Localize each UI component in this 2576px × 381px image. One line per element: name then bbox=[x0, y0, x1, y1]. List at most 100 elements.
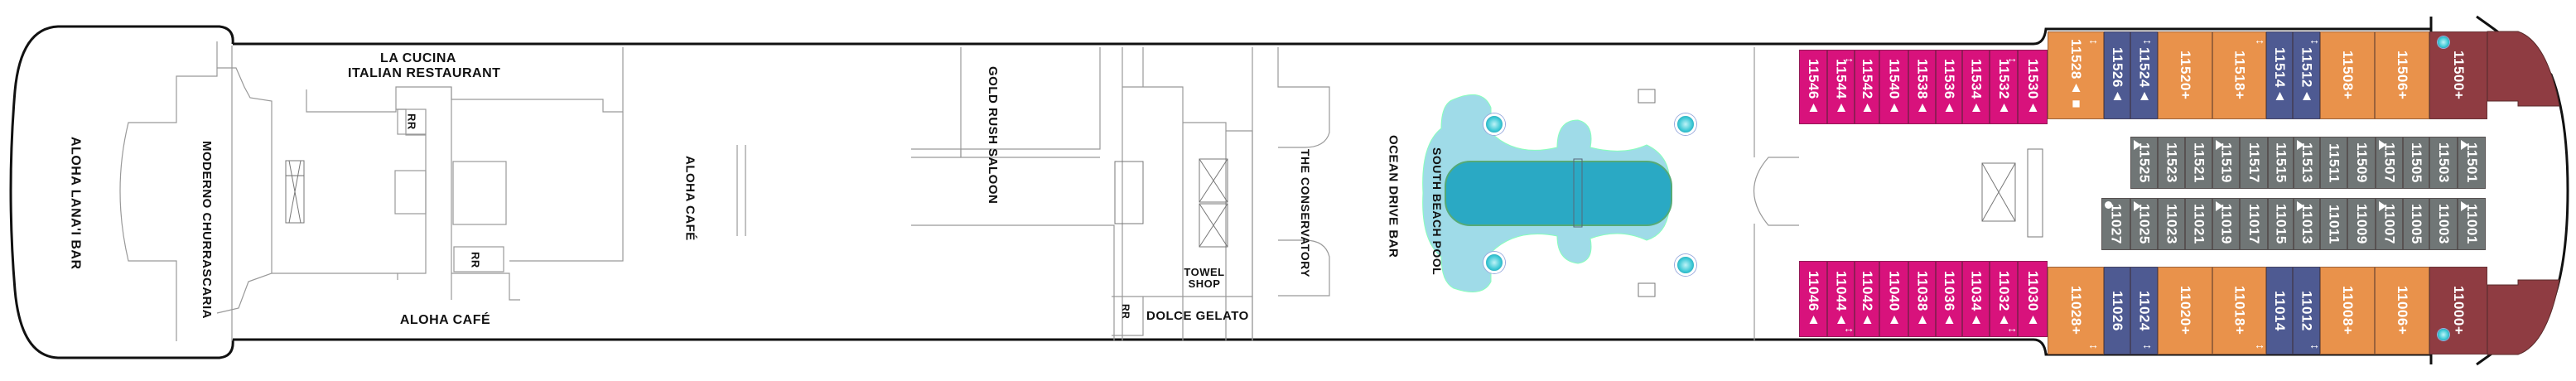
cabin-11040[interactable]: 11040▲ bbox=[1879, 261, 1908, 337]
cabin-11532[interactable]: 11532▲ bbox=[1990, 50, 2018, 124]
cabin-number: 11523 bbox=[2164, 142, 2180, 183]
connecting-door-icon: ↔ bbox=[2006, 51, 2018, 65]
cabin-11000[interactable]: 11000+ bbox=[2429, 267, 2487, 354]
cabin-11021[interactable]: 11021 bbox=[2185, 198, 2212, 250]
cabin-11003[interactable]: 11003 bbox=[2429, 198, 2458, 250]
cabin-11530[interactable]: 11530▲ bbox=[2018, 50, 2048, 124]
cabin-number: 11013 bbox=[2299, 204, 2315, 244]
cabin-11525[interactable]: 11525 bbox=[2130, 137, 2158, 189]
cabin-11013[interactable]: 11013 bbox=[2294, 198, 2320, 250]
triangle-marker-icon bbox=[2461, 201, 2468, 211]
cabin-11025[interactable]: 11025 bbox=[2130, 198, 2158, 250]
cabin-11512[interactable]: 11512▲ bbox=[2293, 31, 2320, 119]
cabin-number: 11012 bbox=[2299, 290, 2315, 331]
venue-moderno-churrascaria: MODERNO CHURRASCARIA bbox=[200, 141, 214, 319]
venue-south-beach-pool: SOUTH BEACH POOL bbox=[1430, 147, 1444, 276]
cabin-11006[interactable]: 11006+ bbox=[2375, 267, 2429, 354]
cabin-number: 11501 bbox=[2464, 142, 2480, 183]
cabin-11526[interactable]: 11526▲ bbox=[2104, 31, 2130, 119]
cabin-number: 11009 bbox=[2354, 204, 2370, 244]
cabin-number: 11542▲ bbox=[1860, 58, 1875, 116]
cabin-11513[interactable]: 11513 bbox=[2294, 137, 2320, 189]
cabin-number: 11034▲ bbox=[1968, 270, 1985, 328]
hot-tub-icon bbox=[1483, 113, 1505, 135]
cabin-number: 11518+ bbox=[2231, 51, 2248, 100]
cabin-11034[interactable]: 11034▲ bbox=[1962, 261, 1990, 337]
cabin-11027[interactable]: 11027 bbox=[2101, 198, 2130, 250]
cabin-11018[interactable]: 11018+ bbox=[2212, 267, 2266, 354]
cabin-number: 11030▲ bbox=[2025, 270, 2041, 328]
cabin-11046[interactable]: 11046▲ bbox=[1799, 261, 1827, 337]
cabin-11520[interactable]: 11520+ bbox=[2158, 31, 2212, 119]
cabin-11534[interactable]: 11534▲ bbox=[1962, 50, 1990, 124]
cabin-number: 11517 bbox=[2246, 142, 2262, 183]
venue-gold-rush-saloon: GOLD RUSH SALOON bbox=[986, 66, 1000, 205]
cabin-11536[interactable]: 11536▲ bbox=[1936, 50, 1962, 124]
cabin-11514[interactable]: 11514▲ bbox=[2266, 31, 2293, 119]
cabin-11042[interactable]: 11042▲ bbox=[1855, 261, 1879, 337]
cabin-number: 11525 bbox=[2136, 142, 2153, 183]
cabin-11546[interactable]: 11546▲ bbox=[1799, 50, 1827, 124]
cabin-11044[interactable]: 11044▲ bbox=[1827, 261, 1855, 337]
cabin-number: 11519 bbox=[2218, 142, 2235, 183]
cabin-11017[interactable]: 11017 bbox=[2240, 198, 2268, 250]
cabin-number: 11003 bbox=[2436, 204, 2452, 244]
cabin-number: 11040▲ bbox=[1886, 270, 1903, 328]
cabin-11036[interactable]: 11036▲ bbox=[1936, 261, 1962, 337]
cabin-11019[interactable]: 11019 bbox=[2212, 198, 2240, 250]
cabin-number: 11025 bbox=[2136, 204, 2153, 244]
cabin-11542[interactable]: 11542▲ bbox=[1855, 50, 1879, 124]
venue-ocean-drive-bar: OCEAN DRIVE BAR bbox=[1386, 135, 1401, 258]
cabin-number: 11530▲ bbox=[2025, 58, 2041, 116]
cabin-11517[interactable]: 11517 bbox=[2240, 137, 2268, 189]
hot-tub-icon bbox=[1675, 113, 1696, 135]
venue-dolce-gelato: DOLCE GELATO bbox=[1146, 309, 1249, 323]
cabin-11521[interactable]: 11521 bbox=[2185, 137, 2212, 189]
cabin-11032[interactable]: 11032▲ bbox=[1990, 261, 2018, 337]
cabin-11507[interactable]: 11507 bbox=[2376, 137, 2403, 189]
cabin-11005[interactable]: 11005 bbox=[2403, 198, 2429, 250]
cabin-11020[interactable]: 11020+ bbox=[2158, 267, 2212, 354]
cabin-11523[interactable]: 11523 bbox=[2158, 137, 2185, 189]
cabin-11511[interactable]: 11511 bbox=[2320, 137, 2347, 189]
cabin-11501[interactable]: 11501 bbox=[2458, 137, 2486, 189]
cabin-11026[interactable]: 11026 bbox=[2104, 267, 2130, 354]
cabin-number: 11005 bbox=[2409, 204, 2424, 244]
cabin-number: 11509 bbox=[2354, 142, 2370, 183]
cabin-11518[interactable]: 11518+ bbox=[2212, 31, 2266, 119]
cabin-11038[interactable]: 11038▲ bbox=[1908, 261, 1936, 337]
cabin-11023[interactable]: 11023 bbox=[2158, 198, 2185, 250]
cabin-11528[interactable]: 11528▲■ bbox=[2048, 31, 2104, 119]
cabin-11001[interactable]: 11001 bbox=[2458, 198, 2486, 250]
cabin-11540[interactable]: 11540▲ bbox=[1879, 50, 1908, 124]
cabin-11009[interactable]: 11009 bbox=[2347, 198, 2376, 250]
cabin-number: 11538▲ bbox=[1914, 58, 1931, 116]
cabin-11007[interactable]: 11007 bbox=[2376, 198, 2403, 250]
cabin-number: 11534▲ bbox=[1968, 58, 1985, 116]
cabin-number: 11511 bbox=[2326, 142, 2342, 183]
cabin-11524[interactable]: 11524▲ bbox=[2130, 31, 2158, 119]
cabin-11506[interactable]: 11506+ bbox=[2375, 31, 2429, 119]
cabin-11538[interactable]: 11538▲ bbox=[1908, 50, 1936, 124]
cabin-11544[interactable]: 11544▲ bbox=[1827, 50, 1855, 124]
cabin-11014[interactable]: 11014 bbox=[2266, 267, 2293, 354]
cabin-11024[interactable]: 11024 bbox=[2130, 267, 2158, 354]
cabin-11505[interactable]: 11505 bbox=[2403, 137, 2429, 189]
cabin-11508[interactable]: 11508+ bbox=[2320, 31, 2375, 119]
cabin-11011[interactable]: 11011 bbox=[2320, 198, 2347, 250]
cabin-11012[interactable]: 11012 bbox=[2293, 267, 2320, 354]
triangle-marker-icon bbox=[2297, 201, 2304, 211]
cabin-11015[interactable]: 11015 bbox=[2268, 198, 2294, 250]
cabin-11030[interactable]: 11030▲ bbox=[2018, 261, 2048, 337]
cabin-number: 11026 bbox=[2110, 290, 2125, 331]
cabin-number: 11520+ bbox=[2178, 51, 2193, 100]
cabin-11008[interactable]: 11008+ bbox=[2320, 267, 2375, 354]
cabin-11028[interactable]: 11028+ bbox=[2048, 267, 2104, 354]
cabin-11519[interactable]: 11519 bbox=[2212, 137, 2240, 189]
cabin-11509[interactable]: 11509 bbox=[2347, 137, 2376, 189]
cabin-number: 11011 bbox=[2326, 204, 2342, 244]
cabin-number: 11521 bbox=[2191, 142, 2207, 183]
cabin-11503[interactable]: 11503 bbox=[2429, 137, 2458, 189]
cabin-11515[interactable]: 11515 bbox=[2268, 137, 2294, 189]
